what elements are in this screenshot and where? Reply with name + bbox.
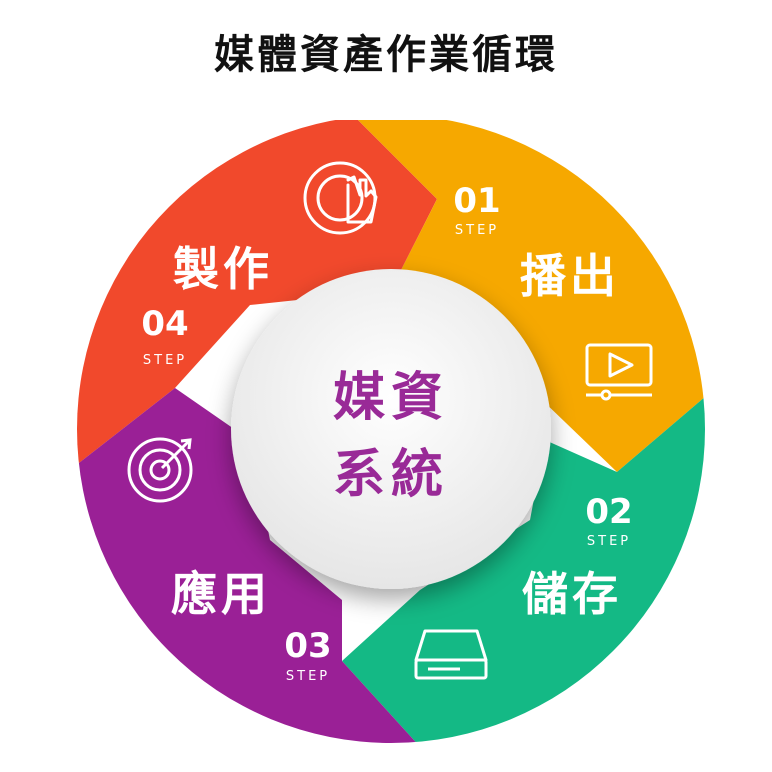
step-label-03: 應用 [171,567,271,621]
center-title-line2: 系統 [333,445,449,505]
step-label-04: 製作 [173,242,273,296]
step-label-02: 儲存 [522,567,622,621]
target-icon [127,437,193,503]
step-caption-04: STEP [143,353,187,368]
step-label-01: 播出 [520,249,620,303]
step-number-02: 02 [585,492,632,532]
disk-drive-icon [414,629,488,680]
step-caption-03: STEP [286,669,330,684]
center-circle [231,269,551,589]
play-screen-icon [585,343,653,401]
step-number-04: 04 [141,304,188,344]
page-title: 媒體資產作業循環 [214,32,558,78]
step-number-01: 01 [453,181,500,221]
hand-touch-icon [303,161,378,235]
step-number-03: 03 [284,626,331,666]
step-caption-02: STEP [587,534,631,549]
center-title-line1: 媒資 [333,368,449,428]
step-caption-01: STEP [455,223,499,238]
